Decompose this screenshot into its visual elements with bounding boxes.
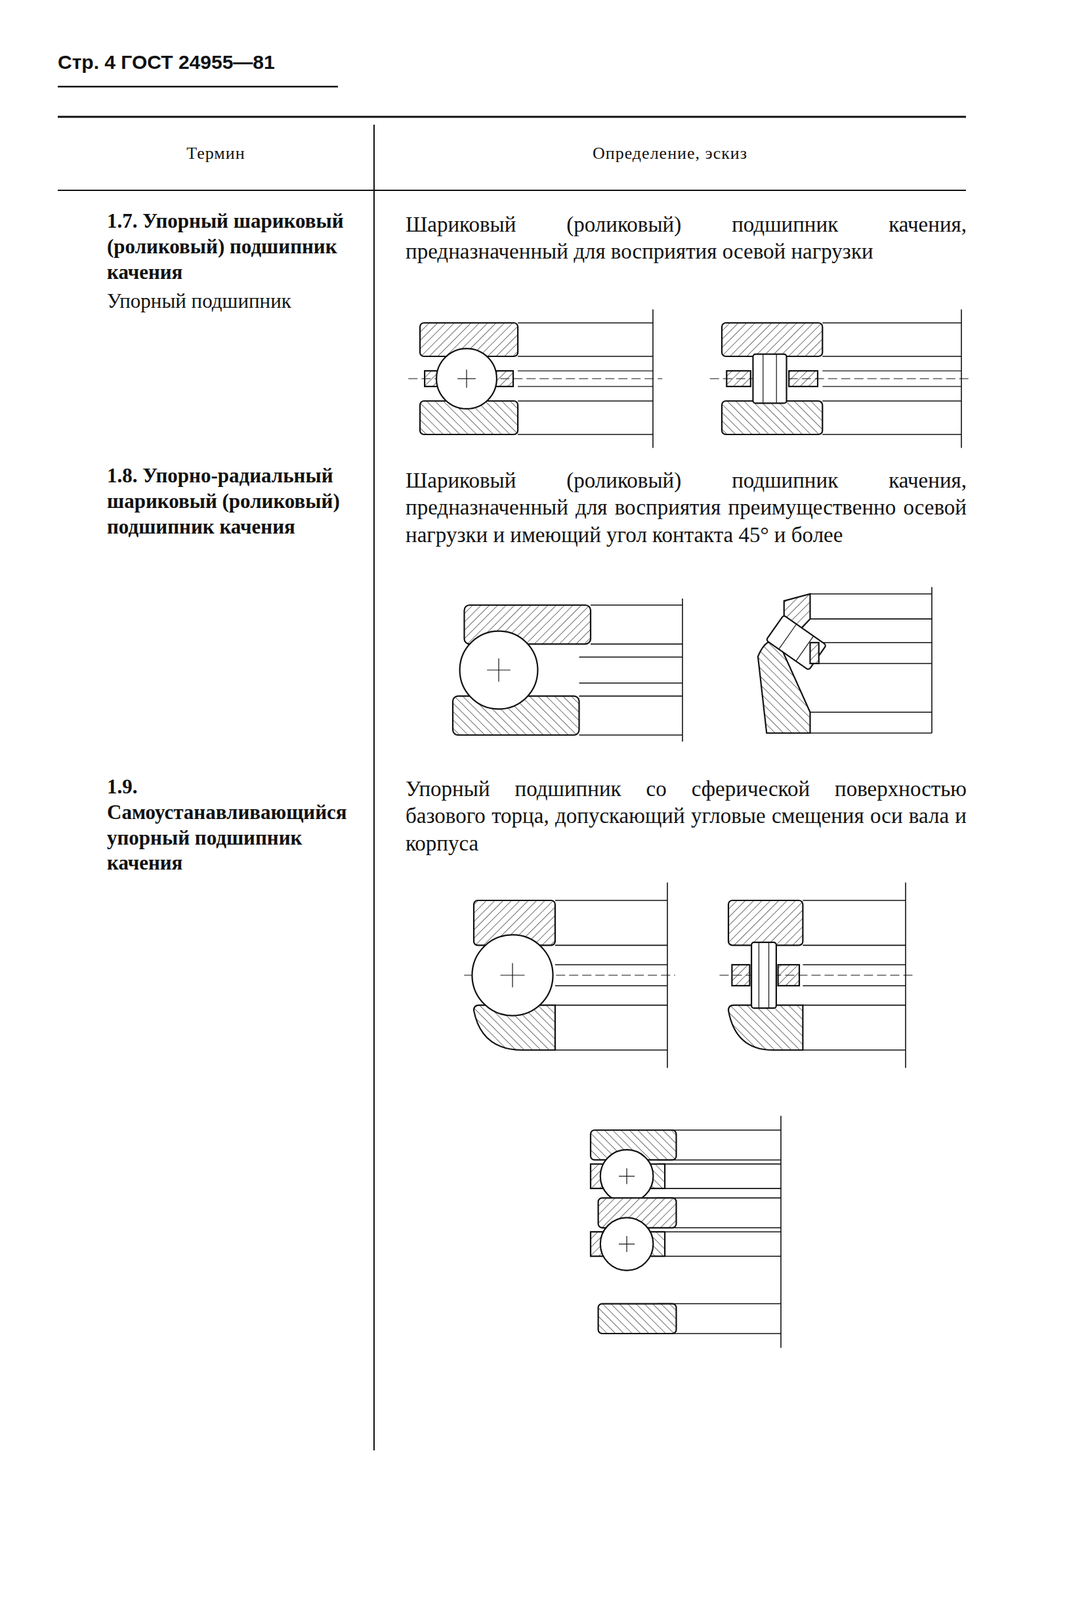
drawing-line bbox=[555, 1049, 668, 1051]
column-header: Определение, эскиз bbox=[374, 143, 966, 165]
rolling-ball bbox=[460, 631, 539, 710]
drawing-line bbox=[778, 624, 797, 650]
rolling-ball bbox=[600, 1149, 654, 1203]
drawing-line bbox=[681, 598, 684, 742]
drawing-line bbox=[802, 944, 906, 947]
bearing-sketch bbox=[710, 309, 972, 449]
drawing-line bbox=[579, 682, 684, 684]
header-underline bbox=[57, 85, 338, 88]
drawing-line bbox=[818, 662, 932, 665]
drawing-line bbox=[555, 964, 668, 965]
bearing-ring bbox=[721, 400, 823, 435]
drawing-line bbox=[822, 355, 962, 357]
drawing-line bbox=[657, 1159, 782, 1161]
bearing-ring bbox=[598, 1303, 677, 1334]
drawing-line bbox=[657, 1255, 782, 1257]
center-line bbox=[719, 974, 913, 976]
drawing-line bbox=[517, 355, 653, 357]
drawing-line bbox=[657, 1187, 782, 1190]
drawing-line bbox=[818, 641, 932, 644]
drawing-line bbox=[822, 400, 962, 402]
drawing-line bbox=[517, 433, 653, 436]
column-header: Термин bbox=[57, 143, 375, 165]
page-header: Стр. 4 ГОСТ 24955—81 bbox=[57, 49, 367, 75]
bearing-ring bbox=[810, 642, 819, 664]
drawing-line bbox=[802, 964, 906, 965]
drawing-line bbox=[555, 944, 668, 947]
table-rule bbox=[57, 116, 966, 119]
bearing-sketch bbox=[757, 586, 932, 734]
drawing-line bbox=[579, 695, 684, 697]
rolling-roller bbox=[751, 942, 777, 1008]
rolling-roller bbox=[765, 614, 827, 671]
spherical-ring bbox=[728, 1005, 803, 1050]
drawing-line bbox=[555, 899, 668, 902]
drawing-line bbox=[517, 385, 653, 387]
drawing-line bbox=[626, 1168, 627, 1184]
definition: Шариковый (роликовый) подшипник качения,… bbox=[405, 467, 967, 549]
drawing-line bbox=[657, 1303, 782, 1305]
drawing-line bbox=[517, 400, 653, 402]
rolling-roller bbox=[752, 354, 787, 404]
bearing-ring bbox=[721, 322, 823, 357]
drawing-line bbox=[590, 604, 683, 606]
drawing-line bbox=[810, 711, 933, 713]
drawing-line bbox=[657, 1129, 782, 1131]
drawing-line bbox=[517, 370, 653, 371]
drawing-line bbox=[810, 593, 933, 595]
drawing-line bbox=[802, 985, 906, 986]
center-line bbox=[710, 377, 972, 379]
rolling-ball bbox=[436, 348, 497, 409]
rolling-ball bbox=[600, 1217, 654, 1271]
bearing-sketch bbox=[590, 1115, 781, 1348]
drawing-line bbox=[931, 586, 933, 734]
drawing-line bbox=[517, 322, 653, 324]
definition: Шариковый (роликовый) подшипник качения,… bbox=[405, 211, 967, 266]
drawing-line bbox=[768, 942, 770, 1008]
drawing-line bbox=[498, 658, 499, 682]
column-divider bbox=[373, 124, 375, 1451]
drawing-line bbox=[758, 942, 760, 1008]
rolling-ball bbox=[471, 934, 553, 1016]
drawing-line bbox=[590, 643, 683, 646]
term: 1.7. Упорный шариковый (роликовый) подши… bbox=[106, 208, 357, 285]
drawing-line bbox=[579, 734, 684, 736]
drawing-line bbox=[822, 385, 962, 387]
drawing-line bbox=[657, 1227, 782, 1229]
bearing-sketch bbox=[408, 309, 663, 449]
drawing-line bbox=[657, 1231, 782, 1233]
bearing-sketch bbox=[452, 598, 683, 742]
drawing-line bbox=[802, 899, 906, 902]
drawing-line bbox=[810, 732, 933, 734]
term-synonym: Упорный подшипник bbox=[106, 288, 357, 315]
drawing-line bbox=[555, 1004, 668, 1007]
bearing-ring bbox=[728, 900, 803, 945]
drawing-line bbox=[465, 369, 467, 388]
drawing-line bbox=[762, 354, 764, 404]
drawing-line bbox=[822, 370, 962, 371]
definition: Упорный подшипник со сферической поверхн… bbox=[405, 775, 967, 858]
table-rule bbox=[57, 189, 966, 191]
drawing-line bbox=[657, 1163, 782, 1165]
term: 1.8. Упорно-радиальный шариковый (ролико… bbox=[106, 463, 357, 540]
drawing-line bbox=[579, 656, 684, 658]
drawing-line bbox=[810, 618, 933, 620]
drawing-line bbox=[657, 1332, 782, 1335]
term: 1.9. Самоустанавливающийся упорный подши… bbox=[106, 774, 357, 877]
drawing-line bbox=[555, 985, 668, 986]
drawing-line bbox=[657, 1197, 782, 1199]
bearing-sketch bbox=[463, 882, 676, 1069]
drawing-line bbox=[511, 963, 513, 988]
drawing-line bbox=[776, 354, 777, 404]
drawing-line bbox=[822, 433, 962, 436]
drawing-line bbox=[626, 1236, 627, 1253]
drawing-line bbox=[802, 1049, 906, 1051]
drawing-line bbox=[802, 1004, 906, 1007]
drawing-line bbox=[822, 322, 962, 324]
bearing-sketch bbox=[719, 882, 913, 1069]
